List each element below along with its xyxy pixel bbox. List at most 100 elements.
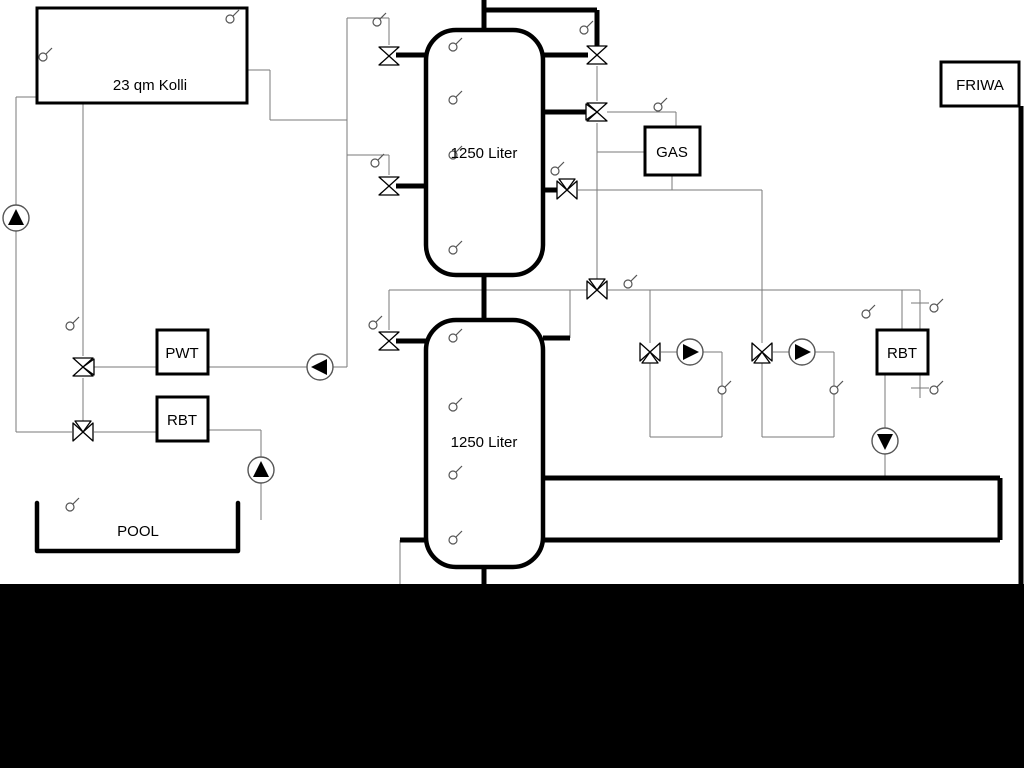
sensor-bulb bbox=[623, 279, 633, 289]
sensor-bulb bbox=[448, 470, 458, 480]
sensor-stem bbox=[586, 20, 594, 28]
sensor-bulb bbox=[448, 42, 458, 52]
sensor-stem bbox=[455, 397, 463, 405]
temp-sensor-icon bbox=[653, 97, 668, 112]
sensor-bulb bbox=[717, 385, 727, 395]
sensor-bulb bbox=[448, 245, 458, 255]
sensor-stem bbox=[724, 380, 732, 388]
pipes-thick bbox=[396, 0, 1024, 584]
sensor-bulb bbox=[653, 102, 663, 112]
valve-third-port bbox=[588, 278, 606, 291]
sensor-bulb bbox=[579, 25, 589, 35]
buffer-tank-1 bbox=[423, 27, 546, 278]
sensor-stem bbox=[72, 316, 80, 324]
temp-sensor-icon bbox=[368, 315, 383, 330]
three-way-valve-icon bbox=[72, 357, 95, 377]
temp-sensor-icon bbox=[448, 240, 463, 255]
temp-sensor-icon bbox=[448, 145, 463, 160]
sensor-stem bbox=[377, 153, 385, 161]
temp-sensor-icon bbox=[448, 530, 463, 545]
sensor-bulb bbox=[929, 303, 939, 313]
sensor-bulb bbox=[38, 52, 48, 62]
three-way-valve-icon bbox=[556, 178, 578, 200]
sensor-bulb bbox=[448, 333, 458, 343]
sensor-stem bbox=[936, 298, 944, 306]
valve-icon bbox=[378, 46, 400, 66]
sensor-bulb bbox=[448, 95, 458, 105]
pump-icon bbox=[247, 456, 275, 484]
sensor-stem bbox=[375, 315, 383, 323]
sensor-stem bbox=[868, 304, 876, 312]
bottom-black-band bbox=[0, 584, 1024, 768]
valve-icon bbox=[586, 45, 608, 65]
gas-boiler-box bbox=[643, 125, 702, 177]
sensor-stem bbox=[455, 328, 463, 336]
three-way-valve-icon bbox=[585, 102, 608, 122]
temp-sensor-icon bbox=[65, 497, 80, 512]
sensor-bulb bbox=[448, 150, 458, 160]
pump-icon bbox=[871, 427, 899, 455]
temp-sensor-icon bbox=[38, 47, 53, 62]
temp-sensor-icon bbox=[861, 304, 876, 319]
pump-arrow bbox=[253, 461, 269, 477]
temp-sensor-icon bbox=[448, 465, 463, 480]
sensor-bulb bbox=[372, 17, 382, 27]
buffer-tank-2 bbox=[423, 317, 546, 570]
sensor-bulb bbox=[225, 14, 235, 24]
sensor-stem bbox=[455, 530, 463, 538]
sensor-stem bbox=[455, 240, 463, 248]
temp-sensor-icon bbox=[717, 380, 732, 395]
sensor-bulb bbox=[861, 309, 871, 319]
sensor-bulb bbox=[929, 385, 939, 395]
sensor-stem bbox=[455, 465, 463, 473]
temp-sensor-icon bbox=[929, 380, 944, 395]
sensor-bulb bbox=[65, 321, 75, 331]
sensor-bulb bbox=[448, 402, 458, 412]
collector-label: 23 qm Kolli bbox=[113, 77, 187, 94]
temp-sensor-icon bbox=[579, 20, 594, 35]
valve-third-port bbox=[558, 178, 576, 191]
temp-sensor-icon bbox=[372, 12, 387, 27]
temp-sensor-icon bbox=[448, 90, 463, 105]
temp-sensor-icon bbox=[448, 397, 463, 412]
three-way-valve-icon bbox=[751, 342, 773, 364]
rbt-left-label: RBT bbox=[167, 412, 197, 429]
pool-label: POOL bbox=[117, 523, 159, 540]
temp-sensor-icon bbox=[929, 298, 944, 313]
temp-sensor-icon bbox=[448, 328, 463, 343]
sensor-stem bbox=[45, 47, 53, 55]
three-way-valve-icon bbox=[586, 278, 608, 300]
valve-body bbox=[378, 331, 400, 351]
sensor-stem bbox=[455, 90, 463, 98]
valve-third-port bbox=[82, 358, 95, 376]
valve-third-port bbox=[641, 351, 659, 364]
pwt-box bbox=[155, 328, 210, 376]
valve-third-port bbox=[753, 351, 771, 364]
temp-sensor-icon bbox=[448, 37, 463, 52]
pump-arrow bbox=[683, 344, 699, 360]
pipes-thin bbox=[15, 17, 929, 584]
sensor-bulb bbox=[550, 166, 560, 176]
sensor-stem bbox=[630, 274, 638, 282]
pump-icon bbox=[2, 204, 30, 232]
pump-icon bbox=[788, 338, 816, 366]
temp-sensor-icon bbox=[65, 316, 80, 331]
sensor-stem bbox=[660, 97, 668, 105]
pool-basin bbox=[34, 500, 241, 554]
temp-sensor-icon bbox=[550, 161, 565, 176]
valve-body bbox=[378, 46, 400, 66]
rbt-right-label: RBT bbox=[887, 345, 917, 362]
three-way-valve-icon bbox=[639, 342, 661, 364]
gas-label: GAS bbox=[656, 144, 688, 161]
sensor-bulb bbox=[65, 502, 75, 512]
pump-icon bbox=[306, 353, 334, 381]
sensor-stem bbox=[232, 9, 240, 17]
temp-sensor-icon bbox=[225, 9, 240, 24]
valve-third-port bbox=[585, 103, 598, 121]
temp-sensor-icon bbox=[370, 153, 385, 168]
valve-icon bbox=[378, 331, 400, 351]
valve-third-port bbox=[74, 420, 92, 433]
sensor-stem bbox=[836, 380, 844, 388]
